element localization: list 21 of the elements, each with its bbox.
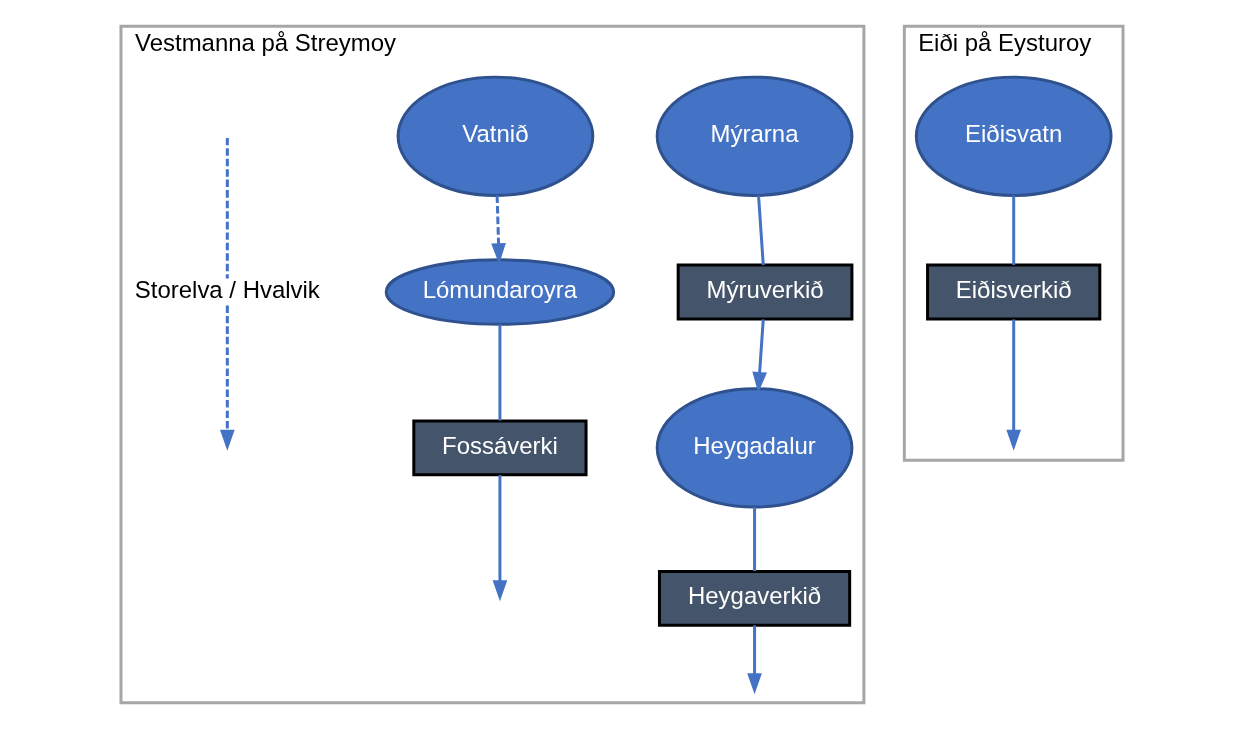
node-box: Fossáverki: [412, 419, 588, 477]
arrow: [491, 195, 506, 265]
node-box: Mýruverkið: [676, 263, 854, 321]
arrow: [747, 625, 762, 695]
node-ellipse: Mýrarna: [655, 75, 854, 197]
connector: [225, 137, 229, 279]
arrow: [219, 305, 235, 451]
node-box: Heygaverkið: [657, 569, 852, 627]
connector: [498, 324, 502, 421]
node-ellipse: Heygadalur: [655, 387, 854, 509]
arrow: [492, 475, 508, 602]
node-box: Eiðisverkið: [926, 263, 1102, 321]
arrow: [1006, 319, 1022, 451]
node-text: Storelva / Hvalvik: [134, 275, 320, 303]
connector: [757, 195, 765, 266]
node-ellipse: Lómundaroyra: [384, 258, 616, 326]
connector: [1012, 195, 1016, 266]
node-ellipse: Eiðisvatn: [914, 75, 1113, 197]
arrow: [752, 319, 767, 394]
node-ellipse: Vatnið: [396, 75, 595, 197]
connector: [753, 507, 757, 572]
